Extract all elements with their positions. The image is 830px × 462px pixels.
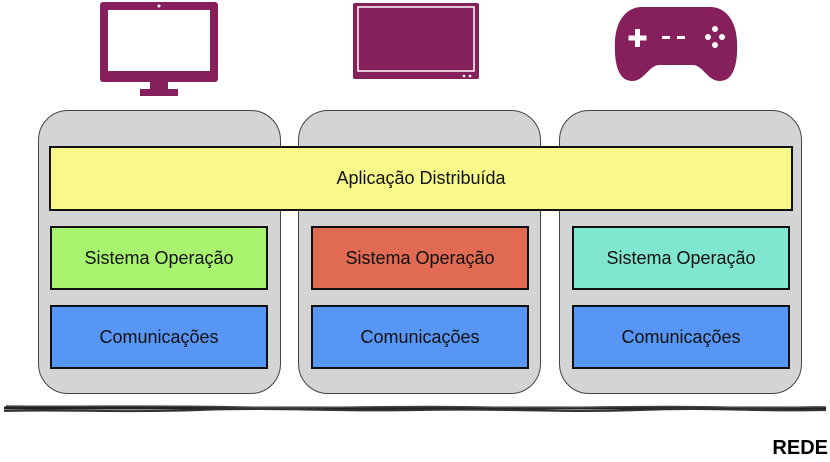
os-layer-tv: Sistema Operação xyxy=(311,226,529,290)
os-label: Sistema Operação xyxy=(606,247,756,268)
communications-label: Comunicações xyxy=(99,326,219,347)
communications-layer-computer: Comunicações xyxy=(50,305,268,369)
distributed-application-label: Aplicação Distribuída xyxy=(336,168,506,188)
os-label: Sistema Operação xyxy=(345,247,495,268)
communications-layer-tv: Comunicações xyxy=(311,305,529,369)
os-layer-computer: Sistema Operação xyxy=(50,226,268,290)
communications-label: Comunicações xyxy=(621,326,741,347)
tv-screen-icon xyxy=(353,3,479,79)
computer-monitor-icon xyxy=(100,2,218,96)
network-label: REDE xyxy=(772,437,828,459)
os-layer-console: Sistema Operação xyxy=(572,226,790,290)
communications-label: Comunicações xyxy=(360,326,480,347)
distributed-application-layer: Aplicação Distribuída xyxy=(49,146,793,211)
communications-layer-console: Comunicações xyxy=(572,305,790,369)
os-label: Sistema Operação xyxy=(84,247,234,268)
network-line xyxy=(3,405,827,413)
game-controller-icon xyxy=(614,7,738,81)
